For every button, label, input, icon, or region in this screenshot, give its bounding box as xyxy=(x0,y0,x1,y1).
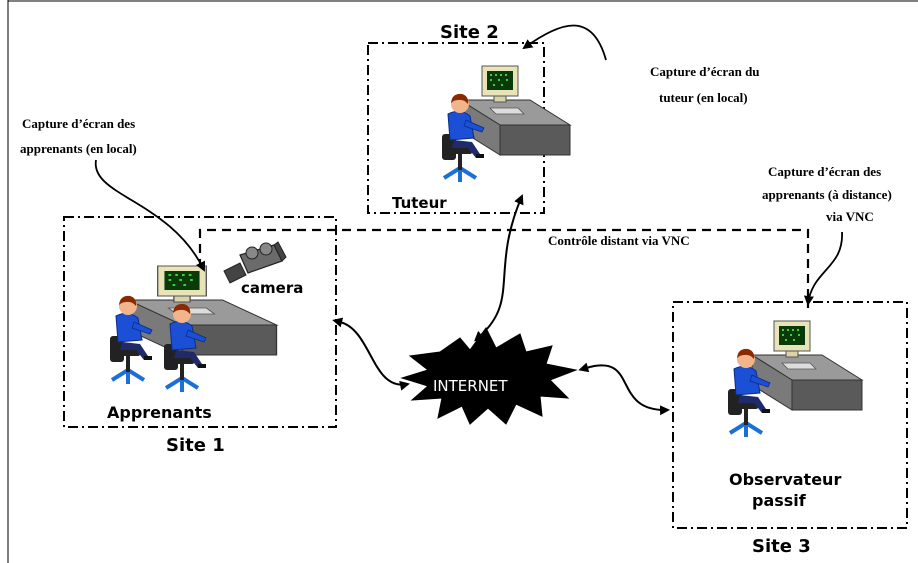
site2-role: Tuteur xyxy=(392,194,447,212)
learners-local-capture-line2: apprenants (en local) xyxy=(20,141,137,156)
arrow-learners-local-capture xyxy=(95,159,205,272)
site1-title: Site 1 xyxy=(166,435,225,456)
internet-label: INTERNET xyxy=(433,377,508,395)
site2-title: Site 2 xyxy=(440,22,499,43)
learners-local-capture-line1: Capture d’écran des xyxy=(22,116,135,131)
tutor-capture-line2: tuteur (en local) xyxy=(659,90,748,105)
internet-cloud xyxy=(400,327,578,425)
tutor-workstation xyxy=(459,65,571,156)
arrow-learners-remote-capture xyxy=(803,231,843,306)
site3-box xyxy=(672,301,908,529)
tutor-capture-line1: Capture d’écran du xyxy=(650,64,760,79)
camera-icon xyxy=(223,241,287,284)
learners-remote-capture-line3: via VNC xyxy=(826,209,874,224)
site1-box xyxy=(63,216,337,428)
arrow-tutor-capture xyxy=(522,24,607,61)
camera-label: camera xyxy=(241,279,303,297)
site3-title: Site 3 xyxy=(752,536,811,557)
link-internet-site2 xyxy=(474,194,524,342)
site1-role: Apprenants xyxy=(107,403,212,422)
remote-control-label: Contrôle distant via VNC xyxy=(548,233,690,248)
link-site1-internet xyxy=(332,317,410,391)
remote-control-path xyxy=(198,228,810,308)
link-internet-site3 xyxy=(578,362,670,416)
observer-workstation xyxy=(751,320,863,411)
site3-role-line2: passif xyxy=(752,491,807,510)
site3-role-line1: Observateur xyxy=(729,470,841,489)
learners-remote-capture-line1: Capture d’écran des xyxy=(768,164,881,179)
learners-remote-capture-line2: apprenants (à distance) xyxy=(762,187,892,202)
